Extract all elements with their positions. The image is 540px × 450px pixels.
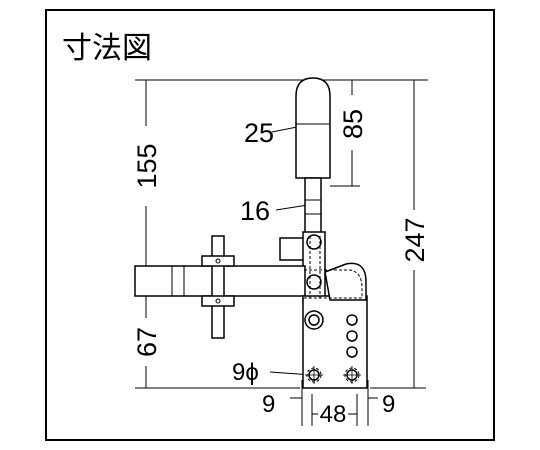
clamp-body [134,77,368,389]
hole-centerlines [305,366,361,384]
dim-left-offset: 9 [262,391,275,418]
handle-rod [304,177,322,237]
drawing-frame [45,9,495,441]
dim-grip-width: 25 [244,118,274,148]
dim-lower-height: 67 [132,327,162,357]
handle-grip [295,77,331,179]
dim-base-width: 48 [320,401,347,428]
dim-hole-dia: 9ϕ [232,359,259,386]
dim-grip-height: 85 [338,109,368,139]
drawing-title: 寸法図 [62,31,152,66]
dim-upper-height: 155 [132,143,162,188]
dim-total-height: 247 [400,217,430,262]
dim-right-offset: 9 [382,391,395,418]
spindle-bolt [211,235,225,339]
dim-rod-dia: 16 [240,196,270,226]
